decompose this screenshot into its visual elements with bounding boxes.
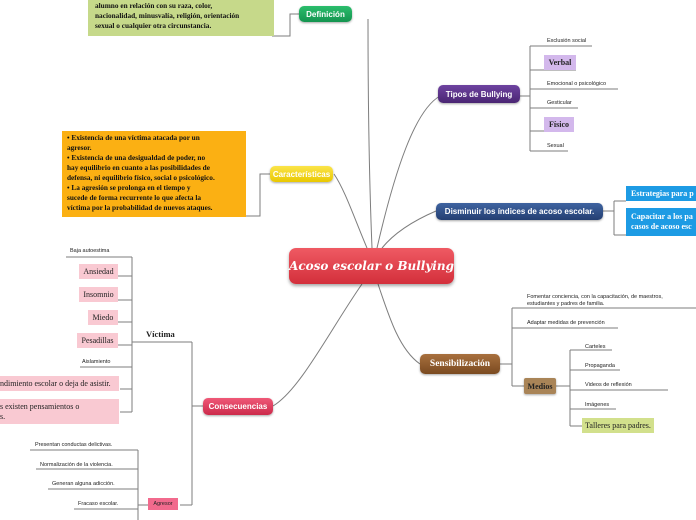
victima-item-rendimiento[interactable]: ndimiento escolar o deja de asistir. bbox=[0, 376, 119, 391]
caracteristicas-note-line: defensa, ni equilibrio físico, social o … bbox=[67, 173, 215, 182]
caracteristicas-note-line: • Existencia de una víctima atacada por … bbox=[67, 133, 200, 142]
disminuir-capacitar-line: casos de acoso esc bbox=[631, 222, 692, 231]
caracteristicas-topic[interactable]: Características bbox=[270, 166, 333, 182]
tipos-item-emocional[interactable]: Emocional o psicológico bbox=[547, 81, 607, 87]
medios-topic[interactable]: Medios bbox=[524, 378, 556, 394]
definicion-note-line: nacionalidad, minusvalía, religión, orie… bbox=[95, 11, 240, 20]
tipos-item-verbal[interactable]: Verbal bbox=[544, 55, 576, 70]
medios-item-videos[interactable]: Videos de reflexión bbox=[585, 382, 632, 388]
victima-pensamientos-line: s. bbox=[0, 412, 6, 421]
victima-item-aislamiento[interactable]: Aislamiento bbox=[82, 359, 111, 365]
agresor-item-normalizacion[interactable]: Normalización de la violencia. bbox=[40, 462, 113, 468]
agresor-label[interactable]: Agresor bbox=[148, 498, 178, 510]
victima-item-pensamientos[interactable]: s existen pensamientos o s. bbox=[0, 399, 119, 424]
agresor-item-adiccion[interactable]: Generan alguna adicción. bbox=[52, 481, 115, 487]
disminuir-topic[interactable]: Disminuir los índices de acoso escolar. bbox=[436, 203, 603, 220]
caracteristicas-note-line: hay equilibrio en cuanto a las posibilid… bbox=[67, 163, 210, 172]
caracteristicas-note-line: víctima por la probabilidad de nuevos at… bbox=[67, 203, 213, 212]
agresor-item-conductas[interactable]: Presentan conductas delictivas. bbox=[35, 442, 113, 448]
central-topic[interactable]: Acoso escolar o Bullying bbox=[289, 248, 454, 284]
sensibilizacion-item-adaptar[interactable]: Adaptar medidas de prevención bbox=[527, 320, 605, 326]
medios-item-propaganda[interactable]: Propaganda bbox=[585, 363, 615, 369]
victima-item-ansiedad[interactable]: Ansiedad bbox=[79, 264, 118, 279]
medios-item-imagenes[interactable]: Imágenes bbox=[585, 402, 610, 408]
victima-item-insomnio[interactable]: Insomnio bbox=[79, 287, 118, 302]
tipos-item-sexual[interactable]: Sexual bbox=[547, 143, 564, 149]
caracteristicas-note-line: • La agresión se prolonga en el tiempo y bbox=[67, 183, 191, 192]
tipos-item-fisico[interactable]: Físico bbox=[544, 117, 574, 132]
caracteristicas-note: • Existencia de una víctima atacada por … bbox=[62, 131, 246, 217]
caracteristicas-note-line: sucede de forma recurrente lo que afecta… bbox=[67, 193, 202, 202]
tipos-item-gesticular[interactable]: Gesticular bbox=[547, 100, 572, 106]
disminuir-capacitar-box[interactable]: Capacitar a los pa casos de acoso esc bbox=[626, 208, 696, 236]
definicion-note-line: alumno en relación con su raza, color, bbox=[95, 1, 213, 10]
consecuencias-topic[interactable]: Consecuencias bbox=[203, 398, 273, 415]
agresor-item-fracaso[interactable]: Fracaso escolar. bbox=[78, 501, 119, 507]
sensibilizacion-topic[interactable]: Sensibilización bbox=[420, 354, 500, 374]
caracteristicas-note-line: • Existencia de una desigualdad de poder… bbox=[67, 153, 206, 162]
disminuir-estrategias-text: Estrategias para p bbox=[631, 189, 694, 198]
disminuir-estrategias-box[interactable]: Estrategias para p bbox=[626, 186, 696, 201]
victima-item-autoestima[interactable]: Baja autoestima bbox=[70, 248, 110, 254]
tipos-topic[interactable]: Tipos de Bullying bbox=[438, 85, 520, 103]
caracteristicas-note-line: agresor. bbox=[67, 143, 92, 152]
sensibilizacion-item-fomentar[interactable]: Fomentar conciencia, con la capacitación… bbox=[527, 294, 663, 300]
victima-pensamientos-line: s existen pensamientos o bbox=[0, 402, 80, 411]
victima-item-pesadillas[interactable]: Pesadillas bbox=[77, 333, 118, 348]
definicion-note-line: sexual o cualquier otra circunstancia. bbox=[95, 21, 212, 30]
definicion-topic[interactable]: Definición bbox=[299, 6, 352, 22]
victima-item-miedo[interactable]: Miedo bbox=[88, 310, 118, 325]
medios-item-carteles[interactable]: Carteles bbox=[585, 344, 606, 350]
tipos-item-exclusion[interactable]: Exclusión social bbox=[547, 38, 587, 44]
definicion-note: alumno en relación con su raza, color, n… bbox=[88, 0, 274, 36]
medios-item-talleres[interactable]: Talleres para padres. bbox=[582, 418, 654, 433]
victima-label[interactable]: Víctima bbox=[146, 329, 175, 339]
sensibilizacion-item-fomentar-cont[interactable]: estudiantes y padres de familia. bbox=[527, 301, 605, 307]
disminuir-capacitar-line: Capacitar a los pa bbox=[631, 212, 693, 221]
